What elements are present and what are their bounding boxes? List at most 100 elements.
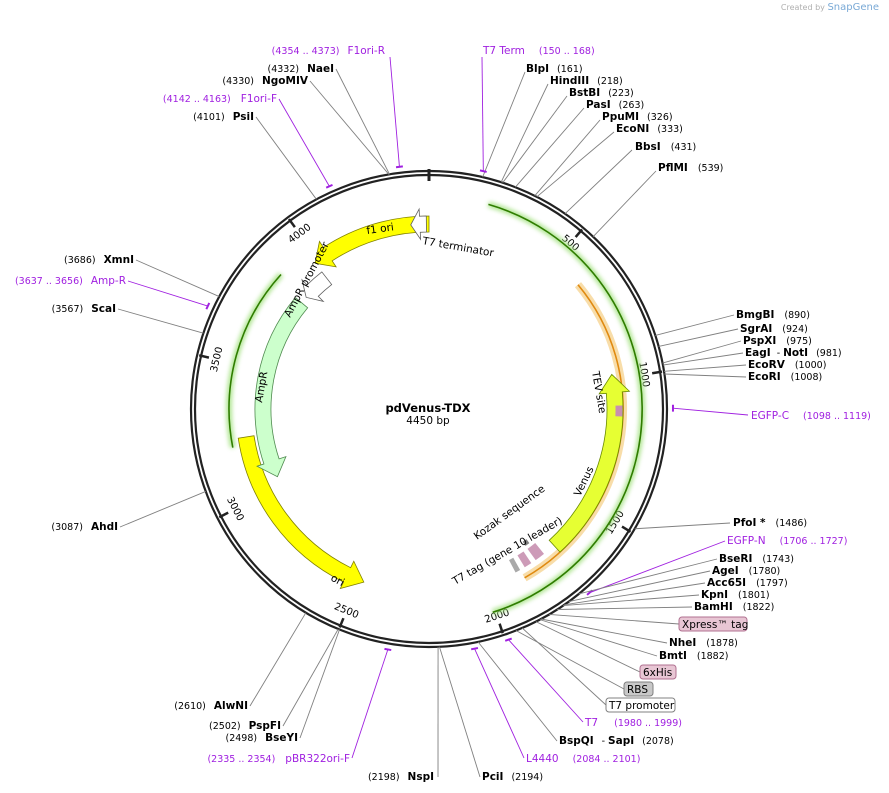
primer-pbr322ori-f[interactable]: (2335 .. 2354)pBR322ori-F xyxy=(207,753,350,765)
leader-bseri xyxy=(578,558,718,595)
tick-1500 xyxy=(621,525,632,533)
leader-f1orir xyxy=(389,56,400,167)
primer-f1ori-r[interactable]: (4354 .. 4373)F1ori-R xyxy=(272,45,385,57)
leader-egfpc xyxy=(672,407,749,416)
primer-t7-term[interactable]: T7 Term(150 .. 168) xyxy=(482,45,595,57)
leader-pspfi xyxy=(282,628,339,727)
leader-sgrai xyxy=(658,328,739,347)
tag-box-rbs[interactable] xyxy=(623,681,654,697)
tag-box-6xhis[interactable] xyxy=(639,664,677,680)
leader-naei xyxy=(335,68,390,175)
primer-f1ori-f[interactable]: (4142 .. 4163)F1ori-F xyxy=(163,93,277,105)
primer-mark-ampr xyxy=(205,302,211,310)
feature-rbs xyxy=(509,557,521,573)
site-alwni[interactable]: (2610)AlwNI xyxy=(174,700,248,712)
site-pasi[interactable]: PasI(263) xyxy=(586,99,644,111)
plasmid-title: pdVenus-TDX xyxy=(385,401,470,415)
feature-t7-promoter-small xyxy=(480,570,490,586)
primer-egfp-n[interactable]: EGFP-N(1706 .. 1727) xyxy=(727,535,847,547)
tick-1000 xyxy=(651,370,663,375)
site-pcii[interactable]: PciI(2194) xyxy=(482,771,543,783)
leader-bspqi xyxy=(477,641,558,742)
site-bspqi-sapi[interactable]: BspQI-SapI(2078) xyxy=(559,735,674,747)
site-ecori[interactable]: EcoRI(1008) xyxy=(748,371,822,383)
leader-t7p xyxy=(521,627,607,706)
primer-mark-f1orif xyxy=(325,183,333,189)
site-pfoi[interactable]: PfoI *(1486) xyxy=(733,517,807,529)
site-pflmi[interactable]: PflMI(539) xyxy=(658,162,723,174)
leader-bamhi xyxy=(557,606,693,610)
leader-his xyxy=(535,621,641,673)
primer-mark-t7 xyxy=(504,637,513,642)
feature-ampr-promoter xyxy=(301,271,333,303)
leader-scai xyxy=(117,308,204,334)
leader-acc65i xyxy=(564,582,706,606)
site-bamhi[interactable]: BamHI(1822) xyxy=(694,601,774,613)
site-bseri[interactable]: BseRI(1743) xyxy=(719,553,794,565)
site-kpni[interactable]: KpnI(1801) xyxy=(701,589,770,601)
tag-box-xpress[interactable] xyxy=(678,616,748,632)
site-eagi-noti[interactable]: EagI-NotI(981) xyxy=(745,347,842,359)
leader-t7term xyxy=(481,56,484,172)
site-bstbi[interactable]: BstBI(223) xyxy=(569,87,634,99)
enzyme-labels-right: BlpI(161) HindIII(218) BstBI(223) PasI(2… xyxy=(482,63,871,783)
site-blpi[interactable]: BlpI(161) xyxy=(526,63,583,75)
leader-bstbi xyxy=(502,95,568,183)
tag-6xhis-label: 6xHis xyxy=(643,667,672,679)
leader-blpi xyxy=(482,71,526,178)
primer-egfp-c[interactable]: EGFP-C(1098 .. 1119) xyxy=(751,410,871,422)
feature-label-ampr: AmpR xyxy=(253,371,270,404)
leader-bmti xyxy=(539,619,658,657)
site-nspi[interactable]: (2198)NspI xyxy=(368,771,434,783)
primer-mark-l4440 xyxy=(470,647,479,651)
brand-prefix: Created by xyxy=(780,3,825,12)
leader-nhei xyxy=(540,618,668,644)
site-ecorv[interactable]: EcoRV(1000) xyxy=(748,359,826,371)
site-econi[interactable]: EcoNI(333) xyxy=(616,123,683,135)
tick-500 xyxy=(574,228,584,238)
site-psii[interactable]: (4101)PsiI xyxy=(193,111,254,123)
tick-2500 xyxy=(338,617,345,628)
leader-ecori xyxy=(664,373,747,378)
tick-2000 xyxy=(498,623,504,634)
feature-6xhis xyxy=(517,551,532,568)
primer-l4440[interactable]: L4440(2084 .. 2101) xyxy=(526,753,640,765)
site-nhei[interactable]: NheI(1878) xyxy=(669,637,738,649)
leader-rbs xyxy=(515,630,625,690)
site-bmti[interactable]: BmtI(1882) xyxy=(659,650,728,662)
site-scai[interactable]: (3567)ScaI xyxy=(52,303,116,315)
feature-ampr xyxy=(254,296,309,478)
feature-xpress-tag xyxy=(527,542,544,561)
site-acc65i[interactable]: Acc65I(1797) xyxy=(707,577,788,589)
tick-3500 xyxy=(198,354,210,359)
leader-ngomiv xyxy=(309,80,390,175)
primer-t7[interactable]: T7(1980 .. 1999) xyxy=(584,717,682,729)
leader-pfoi xyxy=(634,522,731,530)
site-ahdi[interactable]: (3087)AhdI xyxy=(51,521,118,533)
site-naei[interactable]: (4332)NaeI xyxy=(268,63,335,75)
leader-egfpn xyxy=(589,540,726,594)
site-bmgbi[interactable]: BmgBI(890) xyxy=(736,309,810,321)
primer-amp-r[interactable]: (3637 .. 3656)Amp-R xyxy=(15,275,126,287)
site-hindiii[interactable]: HindIII(218) xyxy=(550,75,623,87)
leader-pasi xyxy=(515,107,585,188)
site-bbsi[interactable]: BbsI(431) xyxy=(635,141,696,153)
arc-venus-region xyxy=(488,203,643,614)
site-sgrai[interactable]: SgrAI(924) xyxy=(740,323,808,335)
leader-bbsi xyxy=(564,149,633,215)
site-xmni[interactable]: (3686)XmnI xyxy=(64,254,134,266)
site-ppumi[interactable]: PpuMI(326) xyxy=(602,111,673,123)
leader-psii xyxy=(255,116,317,200)
leader-ahdi xyxy=(119,491,206,528)
site-ngomiv[interactable]: (4330)NgoMIV xyxy=(222,75,308,87)
primer-mark-t7term xyxy=(479,169,487,173)
site-pspfi[interactable]: (2502)PspFI xyxy=(209,720,281,732)
leader-kpni xyxy=(563,594,700,607)
site-agei[interactable]: AgeI(1780) xyxy=(712,565,780,577)
site-pspxi[interactable]: PspXI(975) xyxy=(743,335,812,347)
site-bseyi[interactable]: (2498)BseYI xyxy=(226,732,298,744)
leader-xpress xyxy=(549,613,680,625)
tag-box-t7-promoter[interactable] xyxy=(605,697,676,713)
leader-eagi xyxy=(662,352,744,366)
